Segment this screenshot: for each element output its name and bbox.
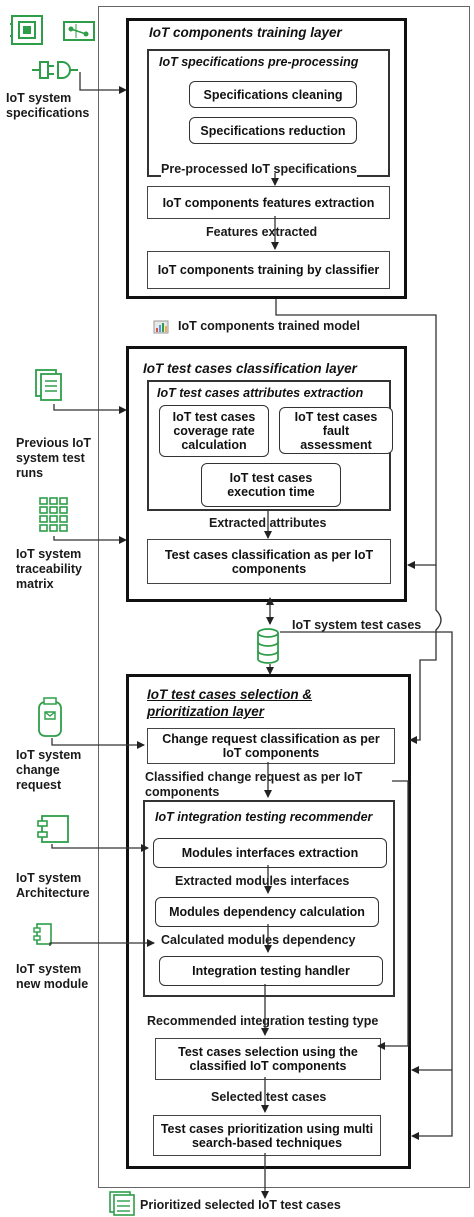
components-training-label: IoT components training by classifier bbox=[157, 263, 380, 277]
attributes-extraction-title: IoT test cases attributes extraction bbox=[157, 386, 364, 400]
execution-time-label: IoT test cases execution time bbox=[227, 471, 315, 499]
dependency-calculation-box: Modules dependency calculation bbox=[155, 897, 379, 927]
features-extracted-label: Features extracted bbox=[206, 225, 318, 240]
plug-connector-icon bbox=[32, 58, 78, 87]
preprocessing-title: IoT specifications pre-processing bbox=[159, 55, 359, 69]
input-change-request-label: IoT system change request bbox=[16, 748, 82, 792]
layer2-title: IoT test cases classification layer bbox=[143, 361, 357, 376]
input-previous-runs-label: Previous IoT system test runs bbox=[16, 436, 92, 480]
change-classification-box: Change request classification as per IoT… bbox=[147, 728, 395, 764]
test-cases-classification-label: Test cases classification as per IoT com… bbox=[164, 547, 374, 576]
integration-handler-label: Integration testing handler bbox=[192, 964, 350, 978]
input-traceability-label: IoT system traceability matrix bbox=[16, 547, 83, 591]
test-cases-classification-layer: IoT test cases classification layer IoT … bbox=[126, 346, 407, 602]
new-module-component-icon bbox=[32, 922, 52, 951]
coverage-rate-box: IoT test cases coverage rate calculation bbox=[159, 405, 269, 457]
modules-interfaces-extraction-label: Modules interfaces extraction bbox=[181, 846, 359, 860]
integration-handler-box: Integration testing handler bbox=[159, 956, 383, 986]
specifications-cleaning-label: Specifications cleaning bbox=[203, 87, 343, 102]
selected-test-cases-label: Selected test cases bbox=[211, 1090, 327, 1105]
circuit-board-icon bbox=[62, 20, 96, 47]
matrix-grid-icon bbox=[38, 496, 72, 541]
calculated-dependency-label: Calculated modules dependency bbox=[161, 933, 356, 948]
message-jar-icon bbox=[36, 696, 64, 743]
specifications-reduction-label: Specifications reduction bbox=[200, 123, 346, 138]
fault-assessment-label: IoT test cases fault assessment bbox=[294, 409, 378, 452]
attributes-extraction-group: IoT test cases attributes extraction IoT… bbox=[147, 380, 393, 511]
test-cases-prioritization-box: Test cases prioritization using multi se… bbox=[153, 1115, 381, 1156]
preprocessed-specs-label: Pre-processed IoT specifications bbox=[161, 162, 357, 177]
modules-interfaces-extraction-box: Modules interfaces extraction bbox=[153, 838, 387, 868]
specifications-reduction-box: Specifications reduction bbox=[189, 117, 357, 144]
change-classification-label: Change request classification as per IoT… bbox=[162, 732, 380, 760]
integration-testing-recommender-group: IoT integration testing recommender Modu… bbox=[143, 800, 395, 997]
input-specifications-label: IoT system specifications bbox=[6, 91, 90, 120]
trained-model-icon bbox=[153, 320, 169, 334]
components-training-box: IoT components training by classifier bbox=[147, 251, 390, 289]
features-extraction-label: IoT components features extraction bbox=[162, 195, 375, 210]
test-cases-selection-label: Test cases selection using the classifie… bbox=[178, 1045, 358, 1073]
recommended-type-label: Recommended integration testing type bbox=[147, 1014, 379, 1029]
sensor-module-icon bbox=[10, 14, 52, 53]
trained-model-label: IoT components trained model bbox=[178, 319, 360, 333]
fault-assessment-box: IoT test cases fault assessment bbox=[279, 407, 393, 454]
layer3-title-line2: prioritization layer bbox=[147, 704, 265, 719]
dependency-calculation-label: Modules dependency calculation bbox=[169, 905, 365, 919]
execution-time-box: IoT test cases execution time bbox=[201, 463, 341, 507]
extracted-modules-label: Extracted modules interfaces bbox=[175, 874, 350, 889]
layer3-title-line1: IoT test cases selection & bbox=[147, 687, 313, 702]
classified-change-label: Classified change request as per IoT com… bbox=[145, 770, 375, 800]
test-cases-prioritization-label: Test cases prioritization using multi se… bbox=[160, 1121, 374, 1150]
selection-prioritization-layer: IoT test cases selection & prioritizatio… bbox=[126, 674, 411, 1169]
test-cases-selection-box: Test cases selection using the classifie… bbox=[155, 1038, 381, 1080]
specifications-preprocessing-group: IoT specifications pre-processing Specif… bbox=[147, 49, 390, 177]
features-extraction-box: IoT components features extraction bbox=[147, 186, 390, 219]
layer1-title: IoT components training layer bbox=[149, 25, 342, 40]
input-architecture-label: IoT system Architecture bbox=[16, 871, 90, 900]
document-icon bbox=[34, 368, 68, 409]
coverage-rate-label: IoT test cases coverage rate calculation bbox=[172, 410, 256, 452]
architecture-component-icon bbox=[36, 814, 70, 849]
output-label: Prioritized selected IoT test cases bbox=[140, 1198, 341, 1212]
recommender-title: IoT integration testing recommender bbox=[155, 810, 373, 824]
system-test-cases-label: IoT system test cases bbox=[292, 618, 422, 632]
input-new-module-label: IoT system new module bbox=[16, 962, 89, 991]
test-cases-classification-box: Test cases classification as per IoT com… bbox=[147, 539, 391, 584]
output-test-cases-icon bbox=[108, 1190, 136, 1217]
specifications-cleaning-box: Specifications cleaning bbox=[189, 81, 357, 108]
components-training-layer: IoT components training layer IoT specif… bbox=[126, 18, 407, 299]
database-icon bbox=[256, 628, 280, 669]
